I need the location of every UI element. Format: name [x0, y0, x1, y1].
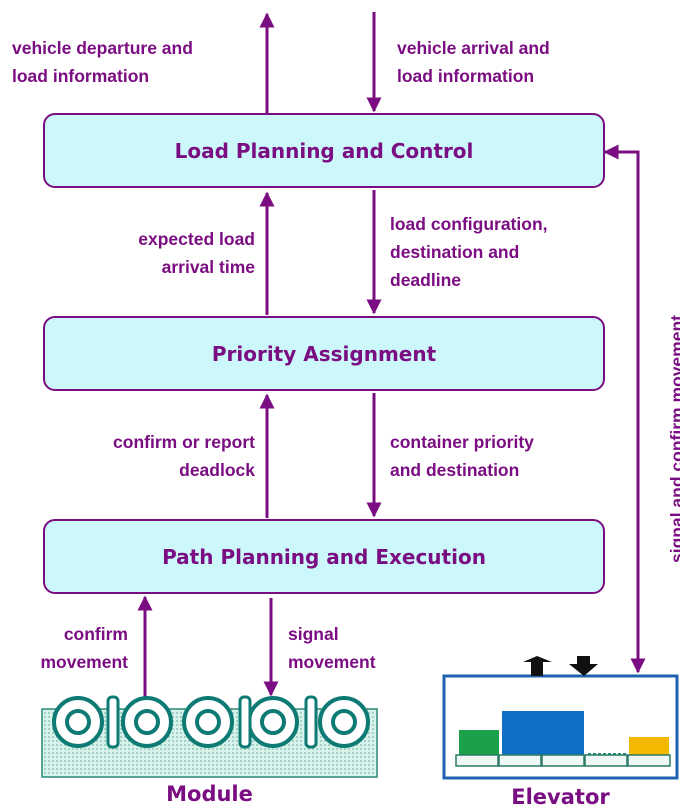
elevator-slot: [541, 754, 585, 767]
confirm-deadlock-label: confirm or report deadlock: [113, 432, 255, 480]
elevator-slot: [455, 754, 499, 767]
roller-divider: [238, 695, 252, 749]
path-planning-label: Path Planning and Execution: [162, 544, 486, 569]
elevator-slot: [498, 754, 542, 767]
elevator-drawing: [442, 656, 679, 780]
up-arrow-icon: [523, 656, 552, 676]
elevator-slot: [584, 754, 628, 767]
signal-confirm-label: signal and confirm movement: [667, 315, 680, 563]
signal-confirm-connector: [603, 144, 646, 674]
confirm-movement-label: confirm movement: [40, 624, 128, 672]
elevator-slot: [627, 754, 671, 767]
load-config-label: load configuration, destination and dead…: [390, 214, 548, 290]
signal-movement-label: signal movement: [288, 624, 376, 672]
module-caption: Module: [166, 782, 253, 806]
module-drawing: [41, 695, 378, 778]
green-block: [459, 730, 499, 755]
roller-divider: [106, 695, 120, 749]
down-arrow-icon: [569, 656, 598, 676]
container-priority-label: container priority and destination: [390, 432, 534, 480]
path-planning-box: Path Planning and Execution: [43, 519, 605, 594]
yellow-block: [629, 737, 669, 755]
vehicle-arrival-label: vehicle arrival and load information: [397, 38, 550, 86]
vehicle-departure-label: vehicle departure and load information: [12, 38, 193, 86]
load-planning-label: Load Planning and Control: [174, 138, 474, 163]
roller-divider: [304, 695, 318, 749]
priority-assignment-box: Priority Assignment: [43, 316, 605, 391]
priority-assignment-label: Priority Assignment: [211, 341, 437, 366]
blue-block: [502, 711, 584, 755]
elevator-caption: Elevator: [511, 785, 610, 809]
expected-arrival-label: expected load arrival time: [138, 229, 255, 277]
load-planning-box: Load Planning and Control: [43, 113, 605, 188]
